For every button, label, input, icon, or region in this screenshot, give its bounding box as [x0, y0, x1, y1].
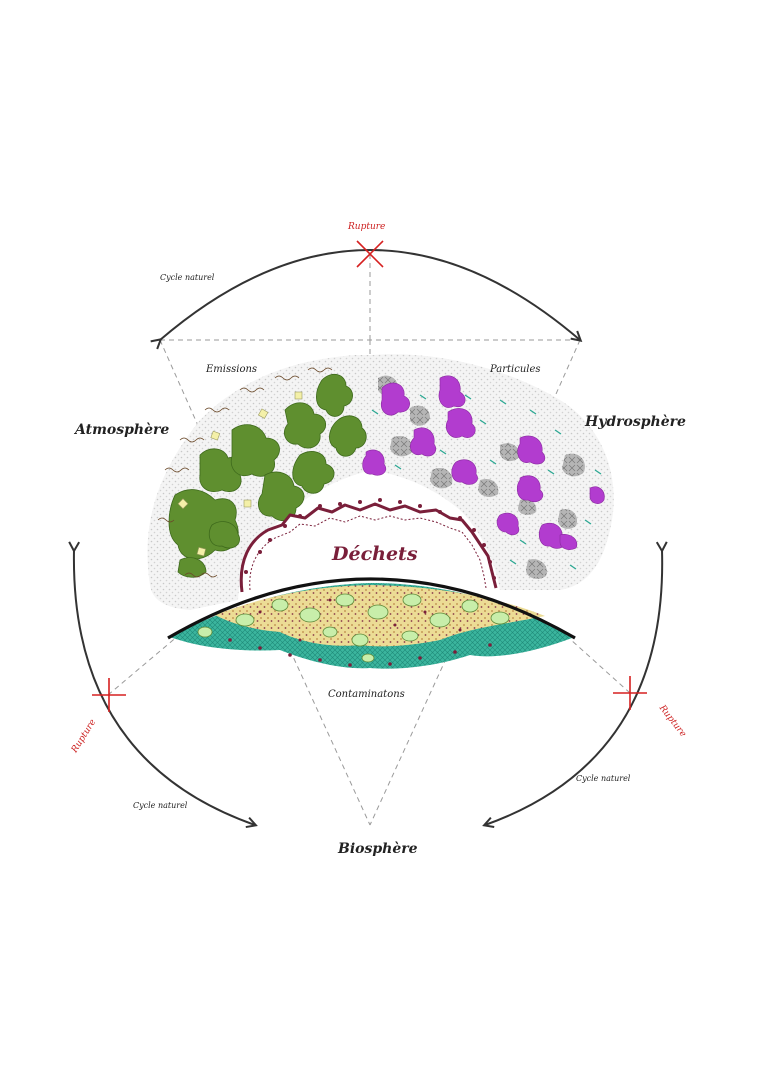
rupture-cross-left-icon — [92, 678, 126, 712]
ground-pebbles — [197, 593, 510, 663]
waste-dome — [239, 498, 498, 593]
cycle-arrows — [74, 249, 662, 825]
cycle-arrow-right — [485, 550, 662, 825]
biosphere-ground — [167, 577, 576, 669]
label-particules: Particules — [489, 364, 541, 375]
emissions-vegetation — [168, 373, 367, 578]
label-contaminations: Contaminatons — [328, 689, 405, 700]
label-atmosphere: Atmosphère — [73, 422, 169, 438]
ground-waste-dots — [228, 598, 492, 667]
waste-outline — [239, 502, 498, 593]
particles-teal-dashes — [371, 394, 602, 570]
label-cycle-top: Cycle naturel — [160, 273, 215, 282]
label-cycle-left: Cycle naturel — [133, 801, 188, 810]
label-rupture-top: Rupture — [347, 222, 385, 232]
label-biosphere: Biosphère — [337, 841, 418, 857]
label-cycle-right: Cycle naturel — [576, 774, 631, 783]
label-dechets: Déchets — [331, 543, 418, 565]
rupture-marks — [92, 240, 647, 712]
label-hydrosphere: Hydrosphère — [584, 414, 686, 430]
earth-surface-line — [167, 577, 576, 640]
rupture-cross-right-icon — [613, 676, 647, 710]
label-rupture-right: Rupture — [656, 703, 688, 739]
emission-squiggles — [157, 367, 333, 578]
particles-magenta — [362, 375, 605, 550]
rupture-cross-top-icon — [356, 240, 384, 268]
emission-squares — [177, 391, 303, 557]
label-rupture-left: Rupture — [69, 718, 98, 756]
cycle-arrow-top — [160, 249, 580, 340]
cycle-arrow-left — [74, 550, 255, 825]
label-emissions: Emissions — [205, 364, 257, 375]
